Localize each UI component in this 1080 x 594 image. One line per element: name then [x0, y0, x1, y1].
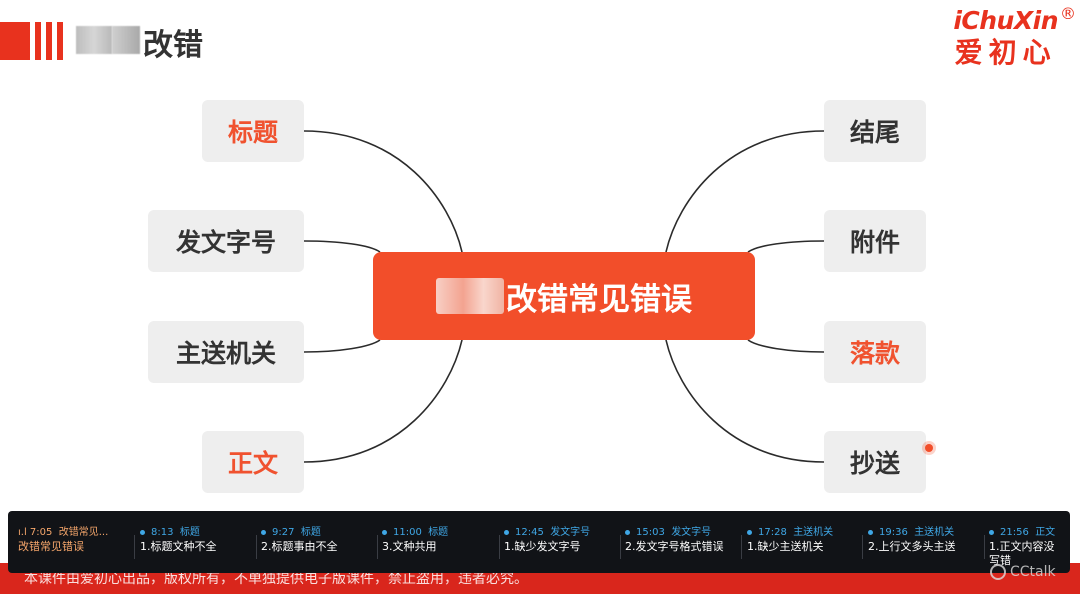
chapter-time: 15:03 发文字号 — [625, 523, 711, 538]
chapter-title: 2.标题事由不全 — [261, 540, 338, 553]
cctalk-icon — [990, 564, 1006, 580]
chapter-item[interactable]: 19:36 主送机关 2.上行文多头主送 — [868, 511, 988, 573]
chapter-time: 19:36 主送机关 — [868, 523, 954, 538]
divider — [134, 535, 135, 559]
connector-body — [303, 339, 463, 463]
branch-ending: 结尾 — [824, 100, 926, 162]
chapter-item[interactable]: 12:45 发文字号 1.缺少发文字号 — [504, 511, 624, 573]
chapter-title: 1.标题文种不全 — [140, 540, 217, 553]
brand-logo-cn: 爱初心 — [954, 36, 1057, 69]
chapter-time: 17:28 主送机关 — [747, 523, 833, 538]
branch-signature: 落款 — [824, 321, 926, 383]
chapter-title: 1.缺少发文字号 — [504, 540, 581, 553]
brand-logo-en: iChuXin — [953, 6, 1058, 35]
stripe — [35, 22, 41, 60]
branch-body: 正文 — [202, 431, 304, 493]
stripe — [0, 22, 30, 60]
chapter-time: 21:56 正文 — [989, 523, 1055, 538]
chapter-title: 2.发文字号格式错误 — [625, 540, 724, 553]
chapter-time: 9:27 标题 — [261, 523, 321, 538]
branch-cc: 抄送 — [824, 431, 926, 493]
connector-doc-number — [303, 240, 381, 253]
chapter-item[interactable]: 8:13 标题 1.标题文种不全 — [140, 511, 260, 573]
chapter-title: 1.缺少主送机关 — [747, 540, 824, 553]
connector-title — [303, 130, 463, 253]
divider — [256, 535, 257, 559]
page-title: 改错 — [143, 28, 203, 63]
stripe — [57, 22, 63, 60]
chapter-time: ı.l 7:05 改错常见... — [18, 527, 109, 538]
chapter-title: 2.上行文多头主送 — [868, 540, 956, 553]
pointer-dot — [925, 444, 933, 452]
chapter-title: 1.正文内容没写错 — [989, 540, 1055, 567]
stripe — [46, 22, 52, 60]
divider — [377, 535, 378, 559]
brand-logo: iChuXin ® 爱初心 — [953, 4, 1076, 71]
redacted-text — [436, 278, 504, 314]
registered-mark: ® — [1060, 4, 1076, 23]
divider — [984, 535, 985, 559]
connector-recipient — [303, 339, 381, 353]
connector-ending — [665, 130, 825, 253]
chapter-title: 改错常见错误 — [18, 540, 84, 553]
chapter-time: 12:45 发文字号 — [504, 523, 590, 538]
branch-recipient: 主送机关 — [148, 321, 304, 383]
brand-stripes — [0, 22, 63, 60]
connector-attachment — [747, 240, 825, 253]
mindmap-center-label: 改错常见错误 — [506, 281, 692, 318]
copyright-notice: 本课件由爱初心出品，版权所有，不单独提供电子版课件，禁止盗用，违者必究。 — [24, 571, 528, 587]
branch-title: 标题 — [202, 100, 304, 162]
cctalk-watermark: CCtalk — [990, 564, 1056, 580]
redacted-text — [112, 26, 140, 54]
chapter-item[interactable]: 9:27 标题 2.标题事由不全 — [261, 511, 381, 573]
branch-attachment: 附件 — [824, 210, 926, 272]
chapter-item[interactable]: 17:28 主送机关 1.缺少主送机关 — [747, 511, 867, 573]
chapter-item[interactable]: 11:00 标题 3.文种共用 — [382, 511, 502, 573]
chapter-time: 8:13 标题 — [140, 523, 200, 538]
chapter-item[interactable]: ı.l 7:05 改错常见... 改错常见错误 — [18, 511, 138, 573]
connector-signature — [747, 339, 825, 353]
divider — [741, 535, 742, 559]
connector-cc — [665, 339, 825, 463]
branch-doc-number: 发文字号 — [148, 210, 304, 272]
mindmap-center: 改错常见错误 — [373, 252, 755, 340]
divider — [620, 535, 621, 559]
chapter-timeline: ı.l 7:05 改错常见... 改错常见错误 8:13 标题 1.标题文种不全… — [8, 511, 1070, 573]
chapter-time: 11:00 标题 — [382, 523, 448, 538]
redacted-text — [76, 26, 112, 54]
chapter-item[interactable]: 15:03 发文字号 2.发文字号格式错误 — [625, 511, 745, 573]
chapter-title: 3.文种共用 — [382, 540, 437, 553]
chapter-item[interactable]: 21:56 正文 1.正文内容没写错 — [989, 511, 1067, 573]
divider — [499, 535, 500, 559]
divider — [862, 535, 863, 559]
